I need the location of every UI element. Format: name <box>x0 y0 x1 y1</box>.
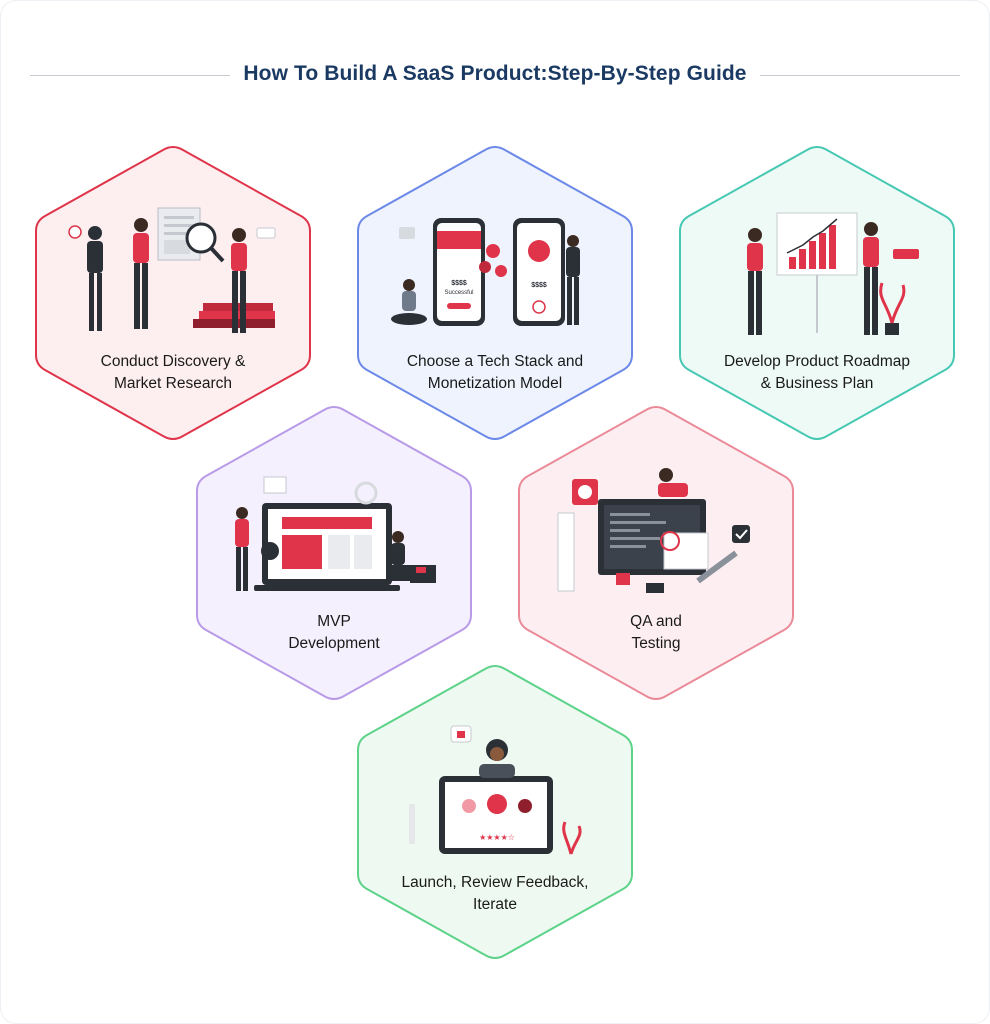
mvp-laptop-illustration <box>235 476 436 591</box>
step-label-line1: Choose a Tech Stack and <box>406 353 584 370</box>
step-hex-qa <box>518 406 794 700</box>
success-text: Successful <box>444 290 473 296</box>
price-text-left: $$$$ <box>451 280 467 287</box>
feedback-rating-illustration: ★★★★☆ <box>409 725 582 855</box>
step-label-qa: QA and Testing <box>546 611 766 655</box>
step-label-line1: Develop Product Roadmap <box>723 353 911 370</box>
step-label-line2: & Business Plan <box>760 375 874 392</box>
step-label-mvp: MVP Development <box>224 611 444 655</box>
step-label-line1: MVP <box>317 613 351 630</box>
step-hex-discovery <box>35 146 311 440</box>
step-label-line2: Development <box>288 635 380 652</box>
step-label-line1: Launch, Review Feedback, <box>401 874 589 891</box>
price-text-right: $$$$ <box>531 282 547 289</box>
step-hex-roadmap <box>679 146 955 440</box>
roadmap-chart-illustration <box>747 212 919 335</box>
title-divider-right <box>760 75 960 76</box>
step-label-launch: Launch, Review Feedback, Iterate <box>385 872 605 916</box>
discovery-research-illustration <box>68 207 276 333</box>
page-title: How To Build A SaaS Product:Step-By-Step… <box>243 62 747 85</box>
rating-stars: ★★★★☆ <box>479 833 515 842</box>
step-label-line2: Iterate <box>473 896 517 913</box>
step-hex-mvp <box>196 406 472 700</box>
step-label-discovery: Conduct Discovery & Market Research <box>63 351 283 395</box>
step-label-roadmap: Develop Product Roadmap & Business Plan <box>707 351 927 395</box>
title-row: How To Build A SaaS Product:Step-By-Step… <box>30 58 960 94</box>
qa-testing-illustration <box>557 468 750 593</box>
step-hex-tech-stack: $$$$ Successful $$$$ <box>357 146 633 440</box>
step-label-line1: Conduct Discovery & <box>100 353 246 370</box>
step-label-line2: Market Research <box>113 375 232 392</box>
step-label-line2: Monetization Model <box>427 375 563 392</box>
step-label-line1: QA and <box>630 613 682 630</box>
step-hex-launch: ★★★★☆ <box>357 665 633 959</box>
tech-stack-phones-illustration: $$$$ Successful $$$$ <box>391 218 580 326</box>
title-divider-left <box>30 75 230 76</box>
step-label-tech-stack: Choose a Tech Stack and Monetization Mod… <box>385 351 605 395</box>
step-label-line2: Testing <box>631 635 681 652</box>
